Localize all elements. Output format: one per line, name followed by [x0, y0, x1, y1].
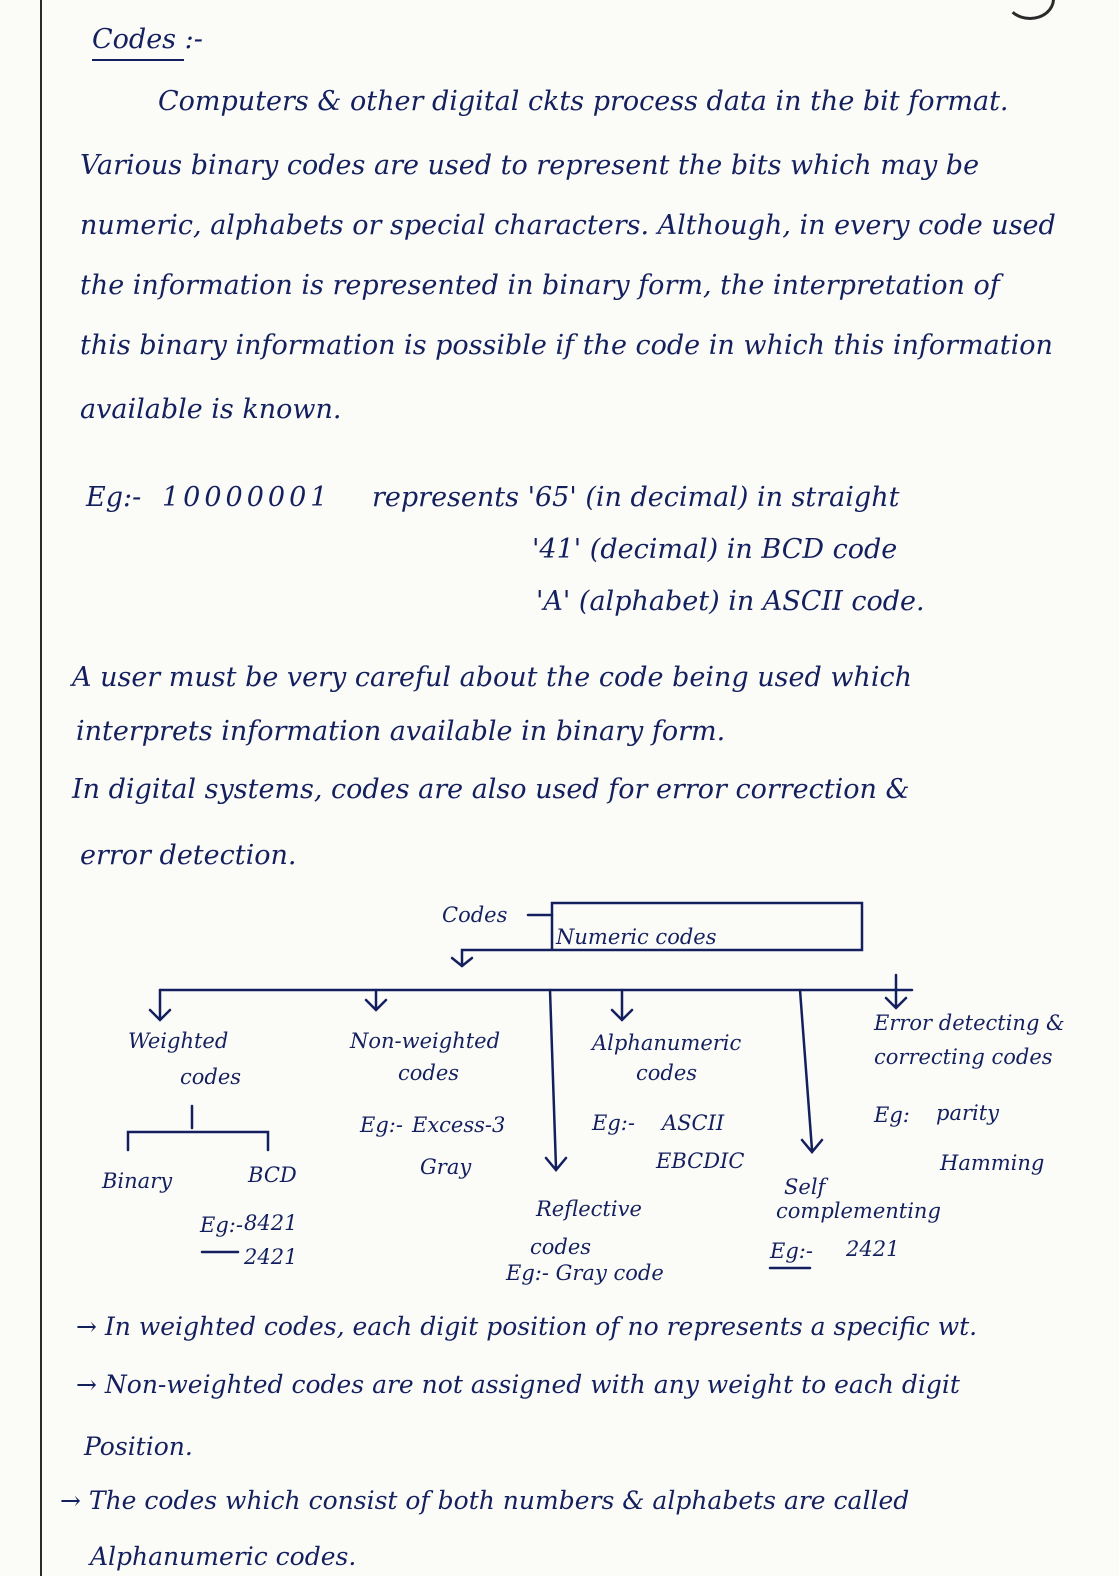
alphanumeric-example-1: ASCII	[662, 1111, 725, 1135]
weighted-child-binary: Binary	[102, 1169, 173, 1193]
weighted-title-line1: Weighted	[128, 1029, 229, 1053]
alphanumeric-example-2: EBCDIC	[656, 1149, 745, 1173]
example-binary: 10000001	[162, 482, 332, 513]
reflective-title-line2: codes	[530, 1235, 592, 1259]
nonweighted-example-label: Eg:-	[360, 1113, 403, 1137]
page-title: Codes :-	[92, 24, 203, 55]
numeric-loop-line	[460, 901, 864, 968]
example-line3: 'A' (alphabet) in ASCII code.	[536, 586, 925, 617]
selfcomp-title-line1: Self	[784, 1175, 826, 1199]
title-underline	[92, 59, 184, 61]
self-complementing-arrow	[798, 988, 824, 1154]
example-label: Eg:-	[86, 482, 142, 513]
error-codes-arrow	[884, 973, 908, 1010]
alphanumeric-title-line2: codes	[636, 1061, 698, 1085]
nonweighted-example-1: Excess-3	[412, 1113, 506, 1137]
weighted-arrow	[148, 988, 172, 1022]
diagram-root-label: Codes	[442, 903, 508, 927]
alphanumeric-arrow	[610, 988, 634, 1022]
paragraph1-line1: Computers & other digital ckts process d…	[158, 86, 1009, 117]
paragraph1-line3: numeric, alphabets or special characters…	[80, 210, 1056, 241]
note-line1: → In weighted codes, each digit position…	[76, 1312, 978, 1341]
nonweighted-arrow	[364, 988, 388, 1012]
alphanumeric-title-line1: Alphanumeric	[592, 1031, 742, 1055]
paragraph2-line4: error detection.	[80, 840, 297, 871]
weighted-example-2: 2421	[244, 1245, 298, 1269]
loop-arrowhead	[450, 956, 474, 968]
note-line5: Alphanumeric codes.	[90, 1542, 357, 1571]
weighted-example-label: Eg:-	[200, 1213, 243, 1237]
nonweighted-title-line2: codes	[398, 1061, 460, 1085]
reflective-example: Eg:- Gray code	[506, 1261, 664, 1285]
nonweighted-title-line1: Non-weighted	[350, 1029, 501, 1053]
paragraph2-line2: interprets information available in bina…	[76, 716, 726, 747]
paragraph1-line4: the information is represented in binary…	[80, 270, 1000, 301]
alphanumeric-example-label: Eg:-	[592, 1111, 635, 1135]
reflective-arrow	[544, 988, 568, 1172]
error-title-line1: Error detecting &	[874, 1011, 1065, 1035]
example-line1: represents '65' (in decimal) in straight	[372, 482, 900, 513]
weighted-child-bcd: BCD	[248, 1163, 297, 1187]
note-line4: → The codes which consist of both number…	[60, 1486, 910, 1515]
example-line2: '41' (decimal) in BCD code	[532, 534, 898, 565]
note-line3: Position.	[84, 1432, 193, 1461]
page-margin-line	[40, 0, 42, 1576]
reflective-title-line1: Reflective	[536, 1197, 642, 1221]
error-example-1: parity	[936, 1101, 1000, 1125]
selfcomp-example-label: Eg:-	[770, 1239, 813, 1263]
weighted-split-line	[126, 1104, 270, 1152]
note-line2: → Non-weighted codes are not assigned wi…	[76, 1370, 960, 1399]
weighted-title-line2: codes	[180, 1065, 242, 1089]
selfcomp-title-line2: complementing	[776, 1199, 941, 1223]
error-title-line2: correcting codes	[874, 1045, 1053, 1069]
paragraph1-line6: available is known.	[80, 394, 342, 425]
nonweighted-example-2: Gray	[420, 1155, 472, 1179]
error-example-2: Hamming	[940, 1151, 1045, 1175]
error-example-label: Eg:	[874, 1103, 910, 1127]
paragraph2-line1: A user must be very careful about the co…	[72, 662, 912, 693]
paragraph1-line2: Various binary codes are used to represe…	[80, 150, 980, 181]
selfcomp-example-1: 2421	[846, 1237, 900, 1261]
diagram-numeric-label: Numeric codes	[556, 925, 717, 949]
weighted-example-1: 8421	[244, 1211, 298, 1235]
paragraph2-line3: In digital systems, codes are also used …	[72, 774, 910, 805]
paragraph1-line5: this binary information is possible if t…	[80, 330, 1053, 361]
